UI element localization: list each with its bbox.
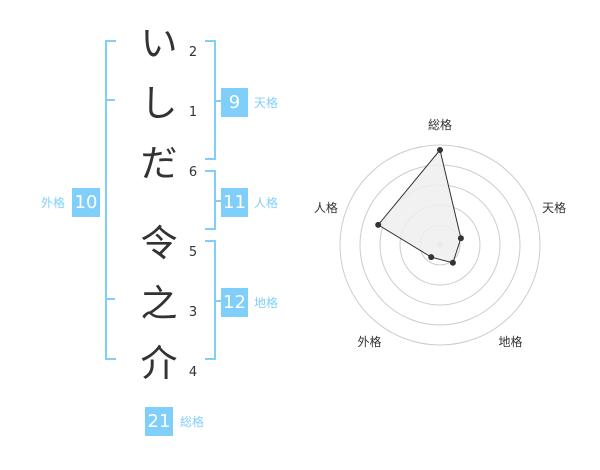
radar-axis-label: 天格 xyxy=(542,200,566,215)
gaikaku-bracket-tick-bottom xyxy=(105,298,115,300)
name-char: 介 xyxy=(140,342,178,385)
stroke-count: 1 xyxy=(188,105,198,120)
stroke-count: 4 xyxy=(188,365,198,380)
radar-axis-label: 人格 xyxy=(314,200,338,215)
radar-point xyxy=(449,259,456,266)
name-char: 令 xyxy=(140,222,178,265)
chikaku-bracket-top xyxy=(205,240,216,242)
chikaku-label: 地格 xyxy=(254,296,279,310)
gaikaku-badge: 10 xyxy=(72,188,100,217)
stroke-count: 5 xyxy=(188,245,198,260)
jinkaku-bracket-top xyxy=(205,170,216,172)
radar-point xyxy=(375,221,382,228)
radar-point xyxy=(457,235,464,242)
radar-point xyxy=(437,147,443,153)
jinkaku-badge: 11 xyxy=(221,188,248,217)
tenkaku-bracket-connector xyxy=(214,100,221,102)
chikaku-bracket-connector xyxy=(214,300,221,302)
name-char: 之 xyxy=(140,282,178,325)
jinkaku-bracket-connector xyxy=(214,200,221,202)
radar-series-area xyxy=(377,148,462,264)
name-char: し xyxy=(140,82,178,125)
tenkaku-bracket-top xyxy=(205,40,216,42)
gaikaku-bracket-bottom xyxy=(105,358,116,360)
gaikaku-bracket-spine xyxy=(105,40,107,360)
name-char: い xyxy=(140,22,178,65)
tenkaku-label: 天格 xyxy=(254,96,279,110)
radar-grid-ring xyxy=(339,144,541,346)
stroke-count: 6 xyxy=(188,165,198,180)
stroke-count: 2 xyxy=(188,45,198,60)
radar-axis-label: 外格 xyxy=(357,334,381,349)
name-char: だ xyxy=(140,142,178,185)
gaikaku-bracket-tick-top xyxy=(105,99,115,101)
tenkaku-bracket-bottom xyxy=(205,158,216,160)
jinkaku-bracket-bottom xyxy=(205,228,216,230)
gaikaku-bracket-top xyxy=(105,40,116,42)
jinkaku-label: 人格 xyxy=(254,196,279,210)
radar-axis-label: 地格 xyxy=(498,334,522,349)
soukaku-label: 総格 xyxy=(180,415,205,429)
chikaku-badge: 12 xyxy=(221,288,248,317)
chikaku-bracket-bottom xyxy=(205,358,216,360)
tenkaku-badge: 9 xyxy=(221,88,248,117)
radar-point xyxy=(428,254,435,261)
radar-axis-label: 総格 xyxy=(428,117,452,132)
stroke-count: 3 xyxy=(188,305,198,320)
gaikaku-label: 外格 xyxy=(41,196,66,210)
soukaku-badge: 21 xyxy=(145,407,173,436)
